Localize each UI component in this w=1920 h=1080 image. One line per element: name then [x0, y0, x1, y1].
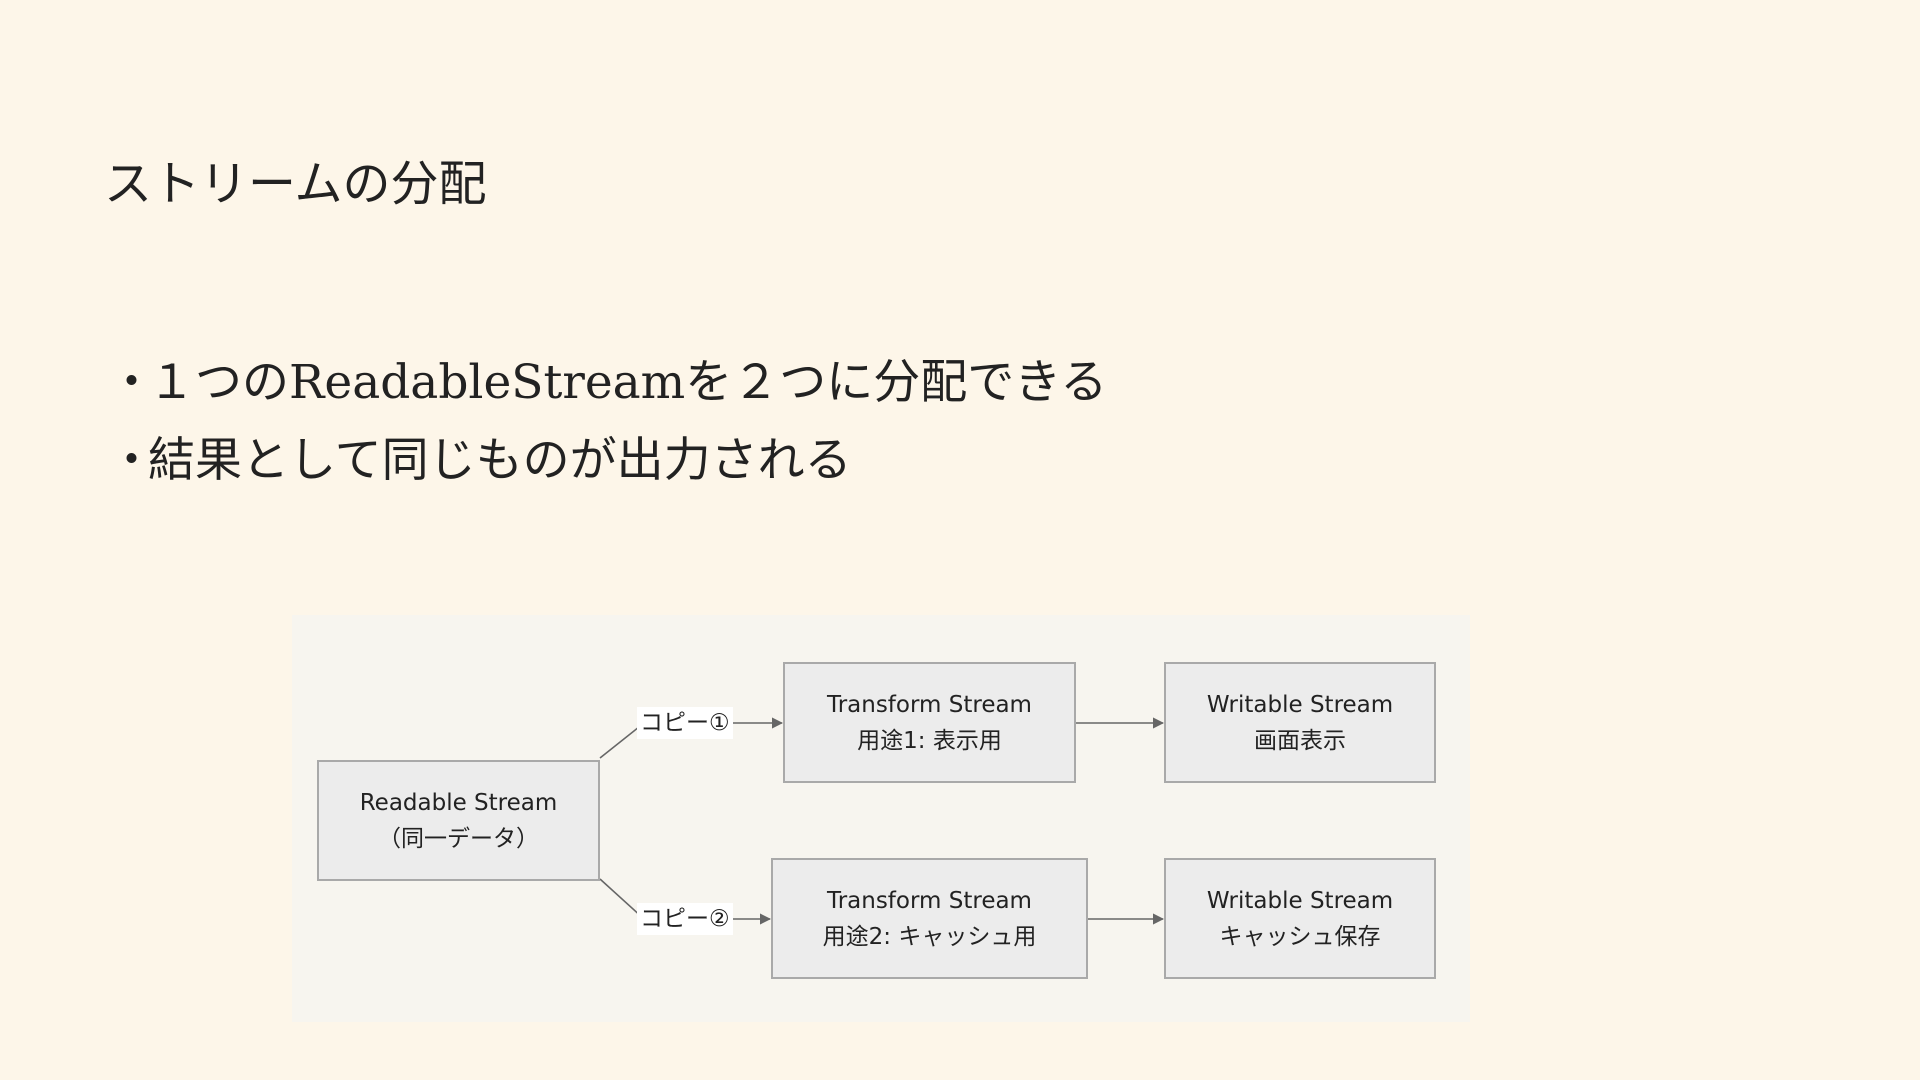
node-transform-stream-2: Transform Stream 用途2: キャッシュ用 [771, 858, 1088, 979]
node-title: Writable Stream [1206, 887, 1394, 914]
bullet-marker: ・ [108, 433, 155, 488]
node-subtitle: 用途1: 表示用 [857, 727, 1002, 754]
node-writable-stream-1: Writable Stream 画面表示 [1164, 662, 1436, 783]
node-subtitle: （同一データ） [378, 825, 539, 852]
bullet-marker: ・ [108, 355, 155, 410]
bullet-item: ・ 結果として同じものが出力される [108, 422, 1107, 500]
node-subtitle: キャッシュ保存 [1219, 923, 1381, 950]
node-subtitle: 用途2: キャッシュ用 [822, 923, 1037, 950]
slide-title: ストリームの分配 [104, 156, 487, 212]
bullet-item: ・ １つのReadableStreamを２つに分配できる [108, 344, 1107, 422]
edge-label-copy-1: コピー① [637, 707, 733, 739]
bullet-text: １つのReadableStreamを２つに分配できる [148, 355, 1108, 410]
node-transform-stream-1: Transform Stream 用途1: 表示用 [783, 662, 1076, 783]
bullet-text: 結果として同じものが出力される [148, 433, 852, 488]
stream-diagram: Readable Stream （同一データ） Transform Stream… [292, 615, 1470, 1022]
node-readable-stream: Readable Stream （同一データ） [317, 760, 600, 881]
node-writable-stream-2: Writable Stream キャッシュ保存 [1164, 858, 1436, 979]
node-title: Transform Stream [827, 691, 1032, 718]
bullet-list: ・ １つのReadableStreamを２つに分配できる ・ 結果として同じもの… [108, 344, 1107, 500]
node-title: Readable Stream [359, 789, 558, 816]
node-title: Transform Stream [827, 887, 1032, 914]
node-subtitle: 画面表示 [1254, 727, 1346, 754]
edge-label-copy-2: コピー② [637, 903, 733, 935]
node-title: Writable Stream [1206, 691, 1394, 718]
